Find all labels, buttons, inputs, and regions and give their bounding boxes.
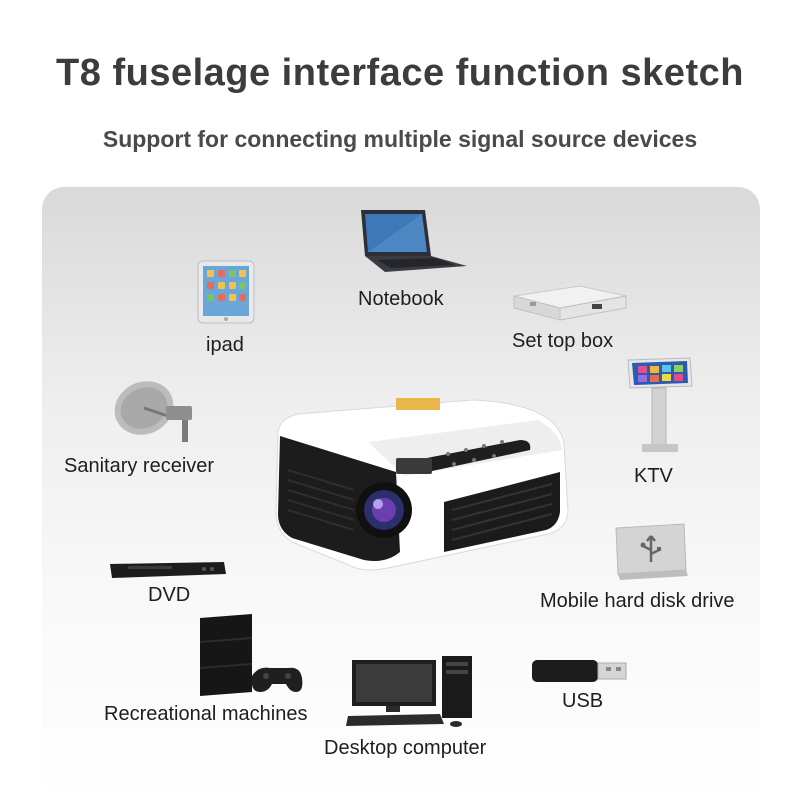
ktv-kiosk-icon bbox=[627, 357, 693, 452]
hard-disk-icon bbox=[615, 523, 688, 580]
recreational-label: Recreational machines bbox=[104, 703, 308, 725]
dvd-player-icon bbox=[110, 562, 226, 578]
sanitary-receiver-label: Sanitary receiver bbox=[64, 455, 215, 477]
desktop-computer-icon bbox=[346, 656, 472, 727]
desktop-computer-label: Desktop computer bbox=[324, 737, 487, 759]
mobile-hdd-label: Mobile hard disk drive bbox=[540, 590, 735, 612]
satellite-dish-icon bbox=[114, 381, 192, 442]
game-console-icon bbox=[199, 614, 303, 696]
ipad-label: ipad bbox=[206, 334, 244, 356]
ktv-label: KTV bbox=[634, 465, 673, 487]
page-subtitle: Support for connecting multiple signal s… bbox=[102, 126, 698, 152]
notebook-icon bbox=[361, 210, 467, 272]
projector-icon bbox=[275, 398, 569, 571]
dvd-label: DVD bbox=[148, 584, 191, 606]
page-title: T8 fuselage interface function sketch bbox=[56, 52, 744, 94]
set-top-box-icon bbox=[513, 285, 627, 321]
notebook-label: Notebook bbox=[358, 288, 444, 310]
usb-stick-icon bbox=[532, 660, 627, 682]
usb-label: USB bbox=[562, 690, 604, 712]
ipad-icon bbox=[197, 260, 255, 324]
set-top-box-label: Set top box bbox=[512, 330, 614, 352]
